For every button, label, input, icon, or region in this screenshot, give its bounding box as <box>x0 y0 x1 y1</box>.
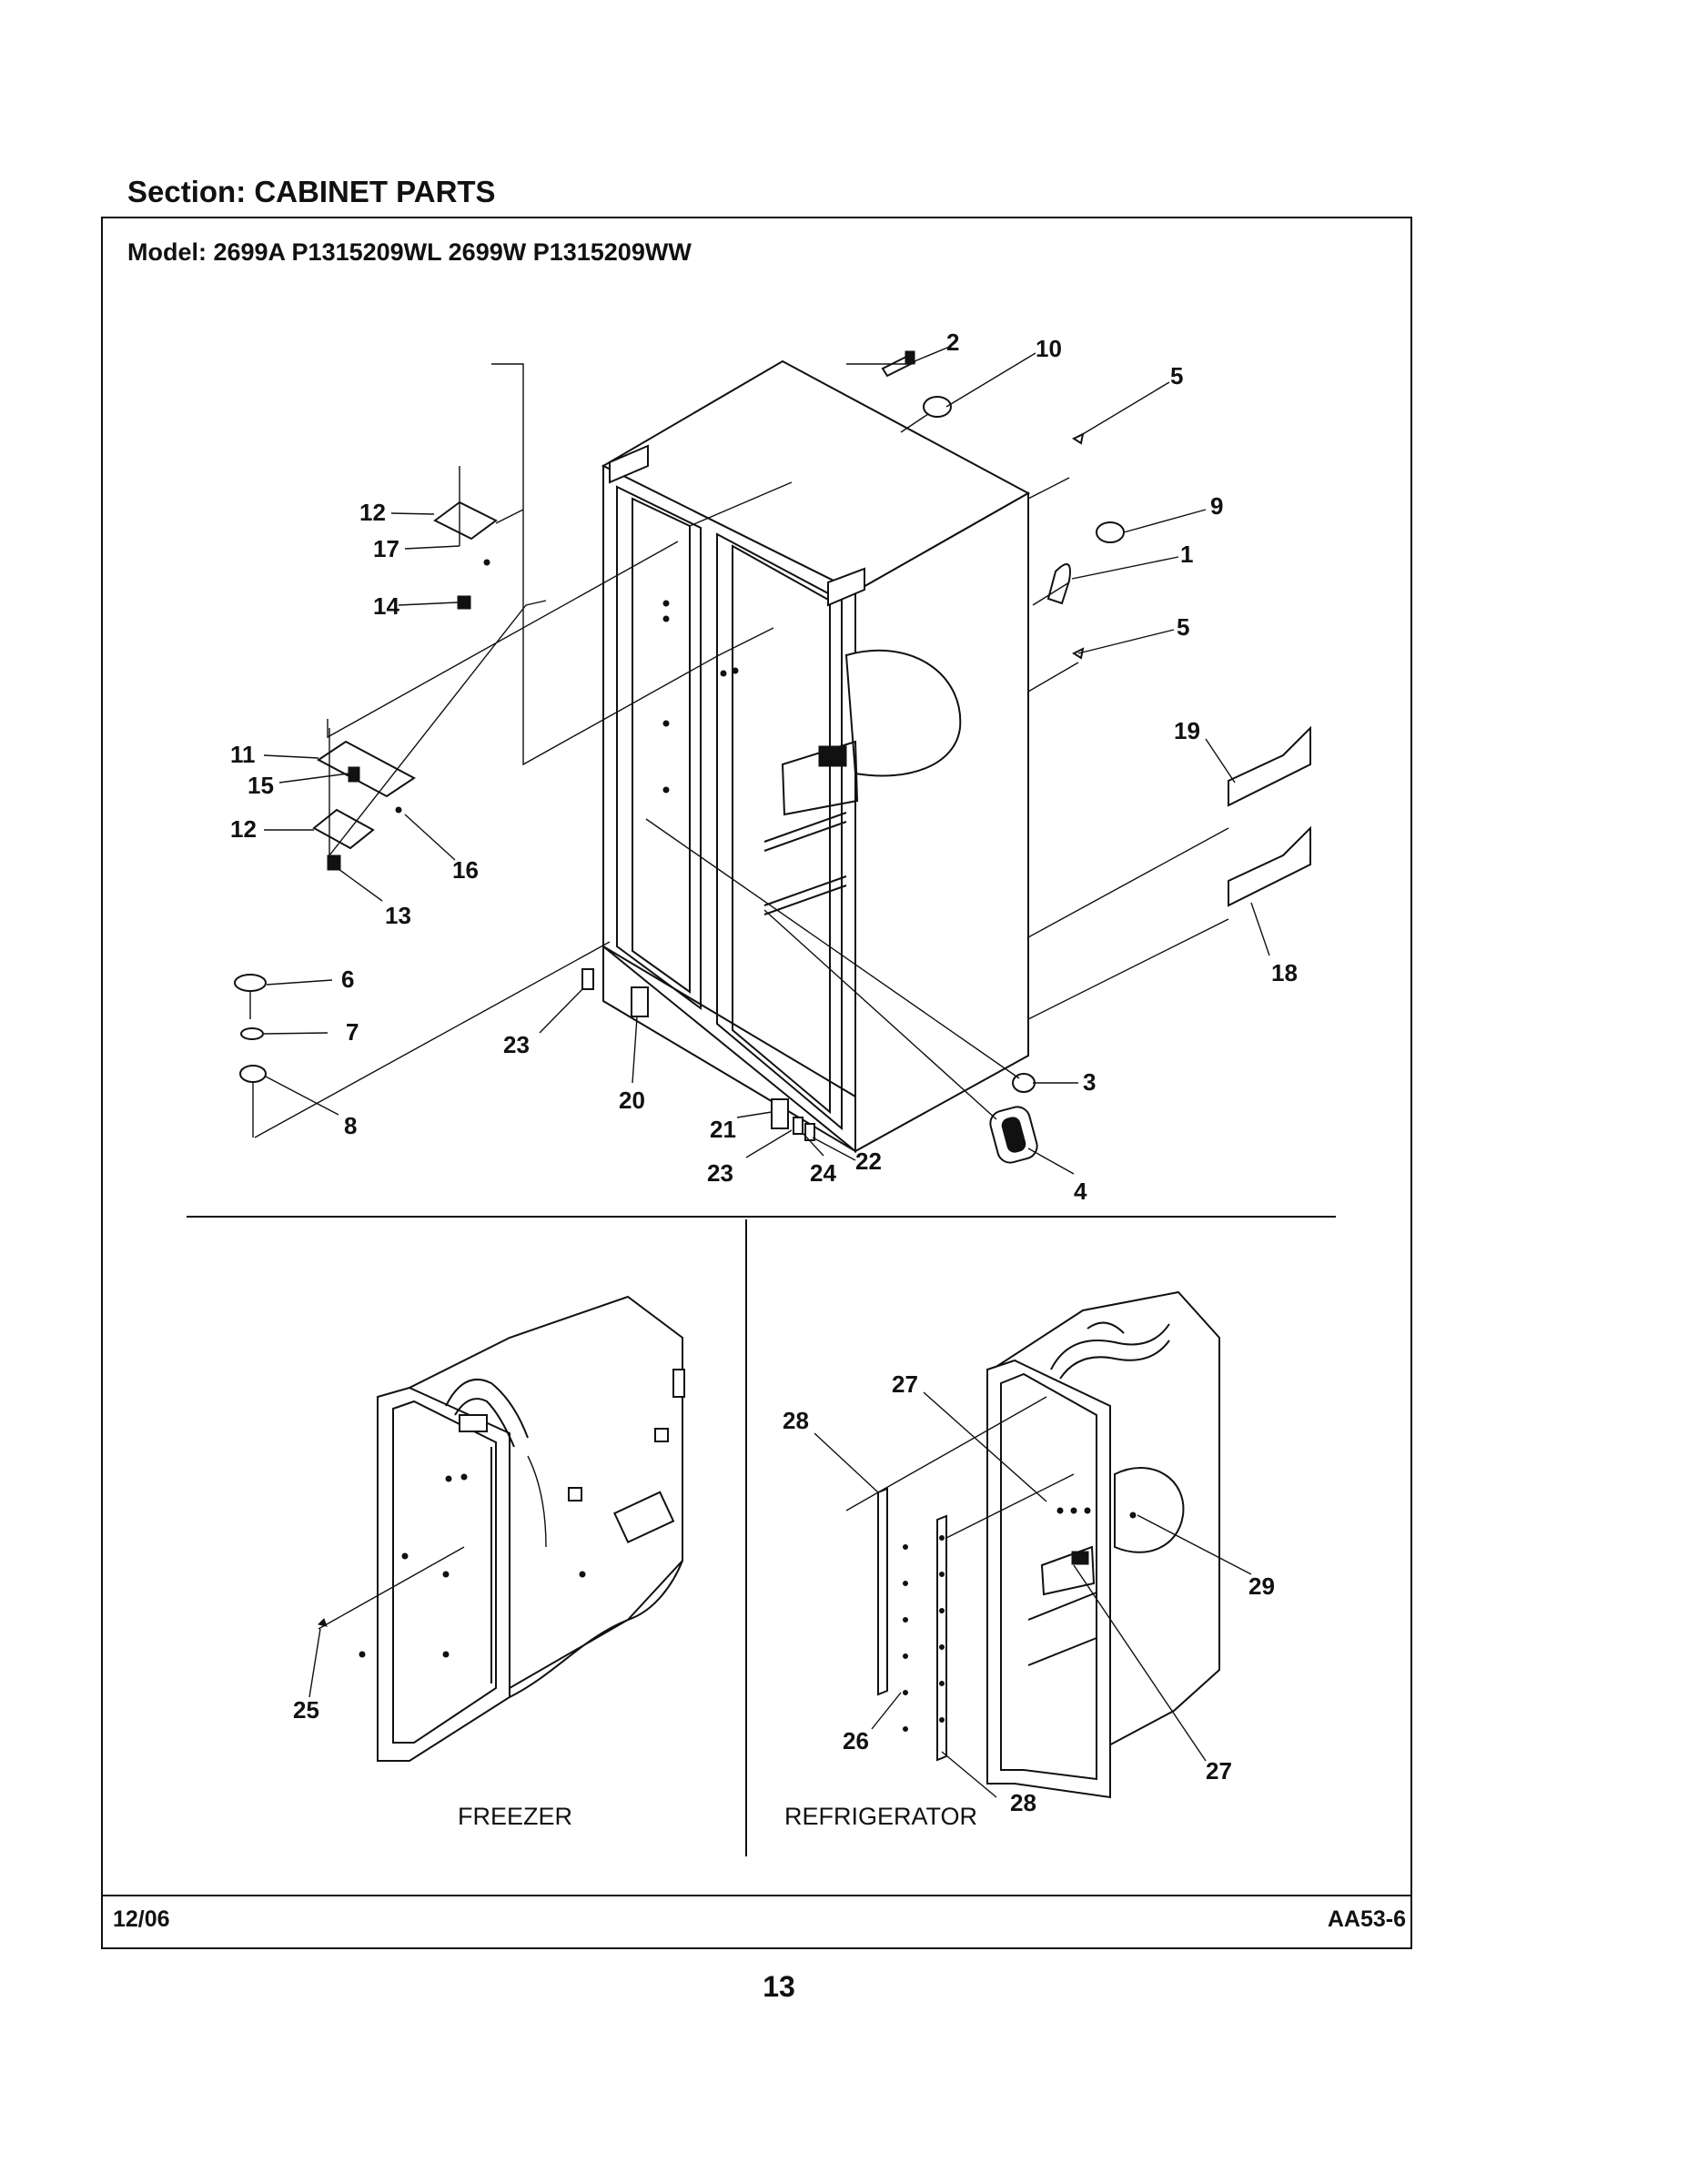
callout-21: 21 <box>710 1116 736 1143</box>
top-right-parts <box>881 350 1311 1164</box>
freezer-panel: 25 FREEZER <box>293 1295 685 1830</box>
callout-14: 14 <box>373 592 399 620</box>
freezer-label: FREEZER <box>458 1803 572 1830</box>
callout-6: 6 <box>341 966 354 993</box>
callout-28-lower: 28 <box>1010 1789 1036 1816</box>
footer-code: AA53-6 <box>1327 1906 1406 1932</box>
callout-7: 7 <box>346 1018 359 1046</box>
callout-10: 10 <box>1036 335 1062 362</box>
rail-screws <box>903 1535 945 1732</box>
callout-27-upper: 27 <box>892 1370 918 1398</box>
left-hinge-parts <box>234 466 498 1138</box>
callout-leaders <box>263 345 1270 1175</box>
callout-29: 29 <box>1248 1572 1275 1600</box>
callout-5-lower: 5 <box>1177 613 1189 641</box>
callout-5-upper: 5 <box>1170 362 1183 389</box>
section-title: Section: CABINET PARTS <box>127 175 496 208</box>
footer-rule <box>101 1895 1412 1896</box>
footer-date: 12/06 <box>113 1906 170 1932</box>
callout-11: 11 <box>230 741 256 768</box>
callout-12-lower: 12 <box>230 815 257 843</box>
callout-19: 19 <box>1174 717 1200 744</box>
callout-1: 1 <box>1180 541 1193 568</box>
callout-23-left: 23 <box>503 1031 530 1058</box>
callout-20: 20 <box>619 1087 645 1114</box>
callout-22: 22 <box>855 1148 882 1175</box>
callout-27-lower: 27 <box>1206 1757 1232 1785</box>
callout-23-right: 23 <box>707 1159 733 1187</box>
callout-4: 4 <box>1074 1178 1087 1205</box>
callout-2: 2 <box>946 329 959 356</box>
callout-18: 18 <box>1271 959 1298 986</box>
callout-13: 13 <box>385 902 411 929</box>
model-line: Model: 2699A P1315209WL 2699W P1315209WW <box>127 238 692 266</box>
callout-28-upper: 28 <box>783 1407 809 1434</box>
callout-3: 3 <box>1083 1068 1096 1096</box>
callouts-main: 2 10 5 9 1 5 19 18 3 4 12 17 14 11 15 12… <box>230 329 1298 1205</box>
callout-15: 15 <box>248 772 274 799</box>
callout-24: 24 <box>810 1159 836 1187</box>
refrigerator-label: REFRIGERATOR <box>784 1803 977 1830</box>
page-number: 13 <box>763 1970 795 2003</box>
callout-16: 16 <box>452 856 479 884</box>
bottom-parts <box>581 968 815 1141</box>
main-cabinet <box>601 359 1031 1154</box>
callout-25: 25 <box>293 1696 319 1724</box>
callout-26: 26 <box>843 1727 869 1754</box>
callout-9: 9 <box>1210 492 1223 520</box>
assembly-lines <box>254 363 1229 1138</box>
diagram-frame <box>101 217 1412 1949</box>
callout-8: 8 <box>344 1112 357 1139</box>
refrigerator-panel: 27 28 29 26 27 28 REFRIGERATOR <box>783 1290 1275 1830</box>
callout-12-upper: 12 <box>359 499 386 526</box>
callout-17: 17 <box>373 535 399 562</box>
